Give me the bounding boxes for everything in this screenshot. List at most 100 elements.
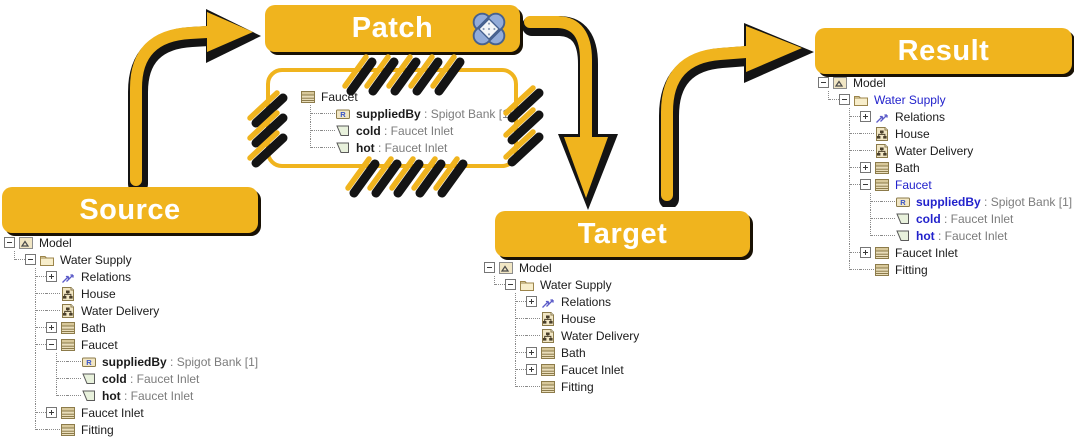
- tree-guide: [46, 387, 67, 404]
- tree-node-label[interactable]: suppliedBy: [356, 106, 421, 121]
- tree-node-label[interactable]: hot: [356, 140, 375, 155]
- tree-node-label[interactable]: Faucet: [321, 89, 358, 104]
- expand-expander-icon[interactable]: [46, 404, 60, 421]
- tree-row-relations[interactable]: Relations: [484, 293, 639, 310]
- tree-row-model[interactable]: Model: [4, 234, 258, 251]
- tree-row-fitting[interactable]: Fitting: [4, 421, 258, 438]
- tree-row-water-delivery[interactable]: Water Delivery: [484, 327, 639, 344]
- tree-node-label[interactable]: Fitting: [895, 262, 928, 277]
- tree-node-label[interactable]: Bath: [81, 320, 106, 335]
- tree-node-label[interactable]: Fitting: [81, 422, 114, 437]
- tree-row-hot[interactable]: hot : Faucet Inlet: [300, 139, 512, 156]
- tree-row-water-supply[interactable]: Water Supply: [818, 91, 1072, 108]
- tree-node-label[interactable]: hot: [916, 228, 935, 243]
- tree-row-bath[interactable]: Bath: [484, 344, 639, 361]
- tree-row-faucet[interactable]: Faucet: [4, 336, 258, 353]
- tree-node-label[interactable]: Fitting: [561, 379, 594, 394]
- tree-node-type: : Faucet Inlet: [940, 211, 1014, 226]
- tree-row-faucet-inlet[interactable]: Faucet Inlet: [484, 361, 639, 378]
- tree-row-cold[interactable]: cold : Faucet Inlet: [818, 210, 1072, 227]
- tree-row-relations[interactable]: Relations: [818, 108, 1072, 125]
- expand-expander-icon[interactable]: [526, 344, 540, 361]
- tree-node-label[interactable]: Water Delivery: [81, 303, 160, 318]
- tree-row-hot[interactable]: hot : Faucet Inlet: [4, 387, 258, 404]
- tree-node-label[interactable]: Water Supply: [874, 92, 946, 107]
- tree-row-model[interactable]: Model: [484, 259, 639, 276]
- tree-node-label[interactable]: Relations: [895, 109, 946, 124]
- tree-row-model[interactable]: Model: [818, 74, 1072, 91]
- tree-node-label[interactable]: Bath: [895, 160, 920, 175]
- tree-node-label[interactable]: Faucet: [895, 177, 932, 192]
- expand-expander-icon[interactable]: [46, 268, 60, 285]
- tree-row-water-supply[interactable]: Water Supply: [484, 276, 639, 293]
- source-banner-title: Source: [79, 193, 181, 226]
- tree-guide: [484, 276, 505, 293]
- tree-row-faucet-inlet[interactable]: Faucet Inlet: [818, 244, 1072, 261]
- tree-node-label[interactable]: Bath: [561, 345, 586, 360]
- tree-row-faucet[interactable]: Faucet: [818, 176, 1072, 193]
- tree-node-label[interactable]: cold: [916, 211, 941, 226]
- collapse-expander-icon[interactable]: [839, 91, 853, 108]
- tree-node-label[interactable]: Model: [519, 260, 552, 275]
- relations-icon: [874, 109, 890, 125]
- tree-row-cold[interactable]: cold : Faucet Inlet: [300, 122, 512, 139]
- tree-node-label[interactable]: Relations: [81, 269, 132, 284]
- tree-node-label[interactable]: Faucet Inlet: [81, 405, 144, 420]
- tree-node-label[interactable]: Model: [39, 235, 72, 250]
- expand-expander-icon[interactable]: [526, 293, 540, 310]
- tree-node-label[interactable]: cold: [102, 371, 127, 386]
- tree-row-relations[interactable]: Relations: [4, 268, 258, 285]
- tree-row-faucet-inlet[interactable]: Faucet Inlet: [4, 404, 258, 421]
- tree-row-house[interactable]: House: [818, 125, 1072, 142]
- tree-row-cold[interactable]: cold : Faucet Inlet: [4, 370, 258, 387]
- tree-row-bath[interactable]: Bath: [4, 319, 258, 336]
- expand-expander-icon[interactable]: [860, 108, 874, 125]
- tree-node-label[interactable]: Water Supply: [60, 252, 132, 267]
- patch-banner: Patch: [265, 5, 520, 52]
- collapse-expander-icon[interactable]: [46, 336, 60, 353]
- expand-expander-icon[interactable]: [526, 361, 540, 378]
- tree-node-label[interactable]: suppliedBy: [102, 354, 167, 369]
- tree-row-water-delivery[interactable]: Water Delivery: [4, 302, 258, 319]
- reference-icon: R: [81, 354, 97, 370]
- tree-guide: [46, 353, 67, 370]
- tree-guide: [4, 370, 25, 387]
- expand-expander-icon[interactable]: [860, 159, 874, 176]
- tree-node-label[interactable]: House: [895, 126, 930, 141]
- collapse-expander-icon[interactable]: [505, 276, 519, 293]
- tree-row-house[interactable]: House: [484, 310, 639, 327]
- collapse-expander-icon[interactable]: [4, 234, 18, 251]
- collapse-expander-icon[interactable]: [818, 74, 832, 91]
- tree-row-fitting[interactable]: Fitting: [818, 261, 1072, 278]
- tree-row-water-delivery[interactable]: Water Delivery: [818, 142, 1072, 159]
- tree-node-label[interactable]: Water Supply: [540, 277, 612, 292]
- expand-expander-icon[interactable]: [860, 244, 874, 261]
- tree-row-water-supply[interactable]: Water Supply: [4, 251, 258, 268]
- tree-node-label[interactable]: cold: [356, 123, 381, 138]
- tree-row-faucet[interactable]: Faucet: [300, 88, 512, 105]
- tree-node-label[interactable]: Faucet: [81, 337, 118, 352]
- tree-row-house[interactable]: House: [4, 285, 258, 302]
- expand-expander-icon[interactable]: [46, 319, 60, 336]
- tree-node-label[interactable]: Faucet Inlet: [561, 362, 624, 377]
- collapse-expander-icon[interactable]: [860, 176, 874, 193]
- tree-node-label[interactable]: Water Delivery: [895, 143, 974, 158]
- tree-row-bath[interactable]: Bath: [818, 159, 1072, 176]
- tree-node-label[interactable]: Model: [853, 75, 886, 90]
- tree-node-label[interactable]: Relations: [561, 294, 612, 309]
- tree-node-label[interactable]: House: [561, 311, 596, 326]
- tree-guide: [4, 319, 25, 336]
- tree-row-fitting[interactable]: Fitting: [484, 378, 639, 395]
- collapse-expander-icon[interactable]: [25, 251, 39, 268]
- tree-node-label[interactable]: Faucet Inlet: [895, 245, 958, 260]
- tree-row-hot[interactable]: hot : Faucet Inlet: [818, 227, 1072, 244]
- class-icon: [874, 245, 890, 261]
- tree-node-label[interactable]: hot: [102, 388, 121, 403]
- tree-node-label[interactable]: House: [81, 286, 116, 301]
- tree-node-label[interactable]: Water Delivery: [561, 328, 640, 343]
- collapse-expander-icon[interactable]: [484, 259, 498, 276]
- tree-node-label[interactable]: suppliedBy: [916, 194, 981, 209]
